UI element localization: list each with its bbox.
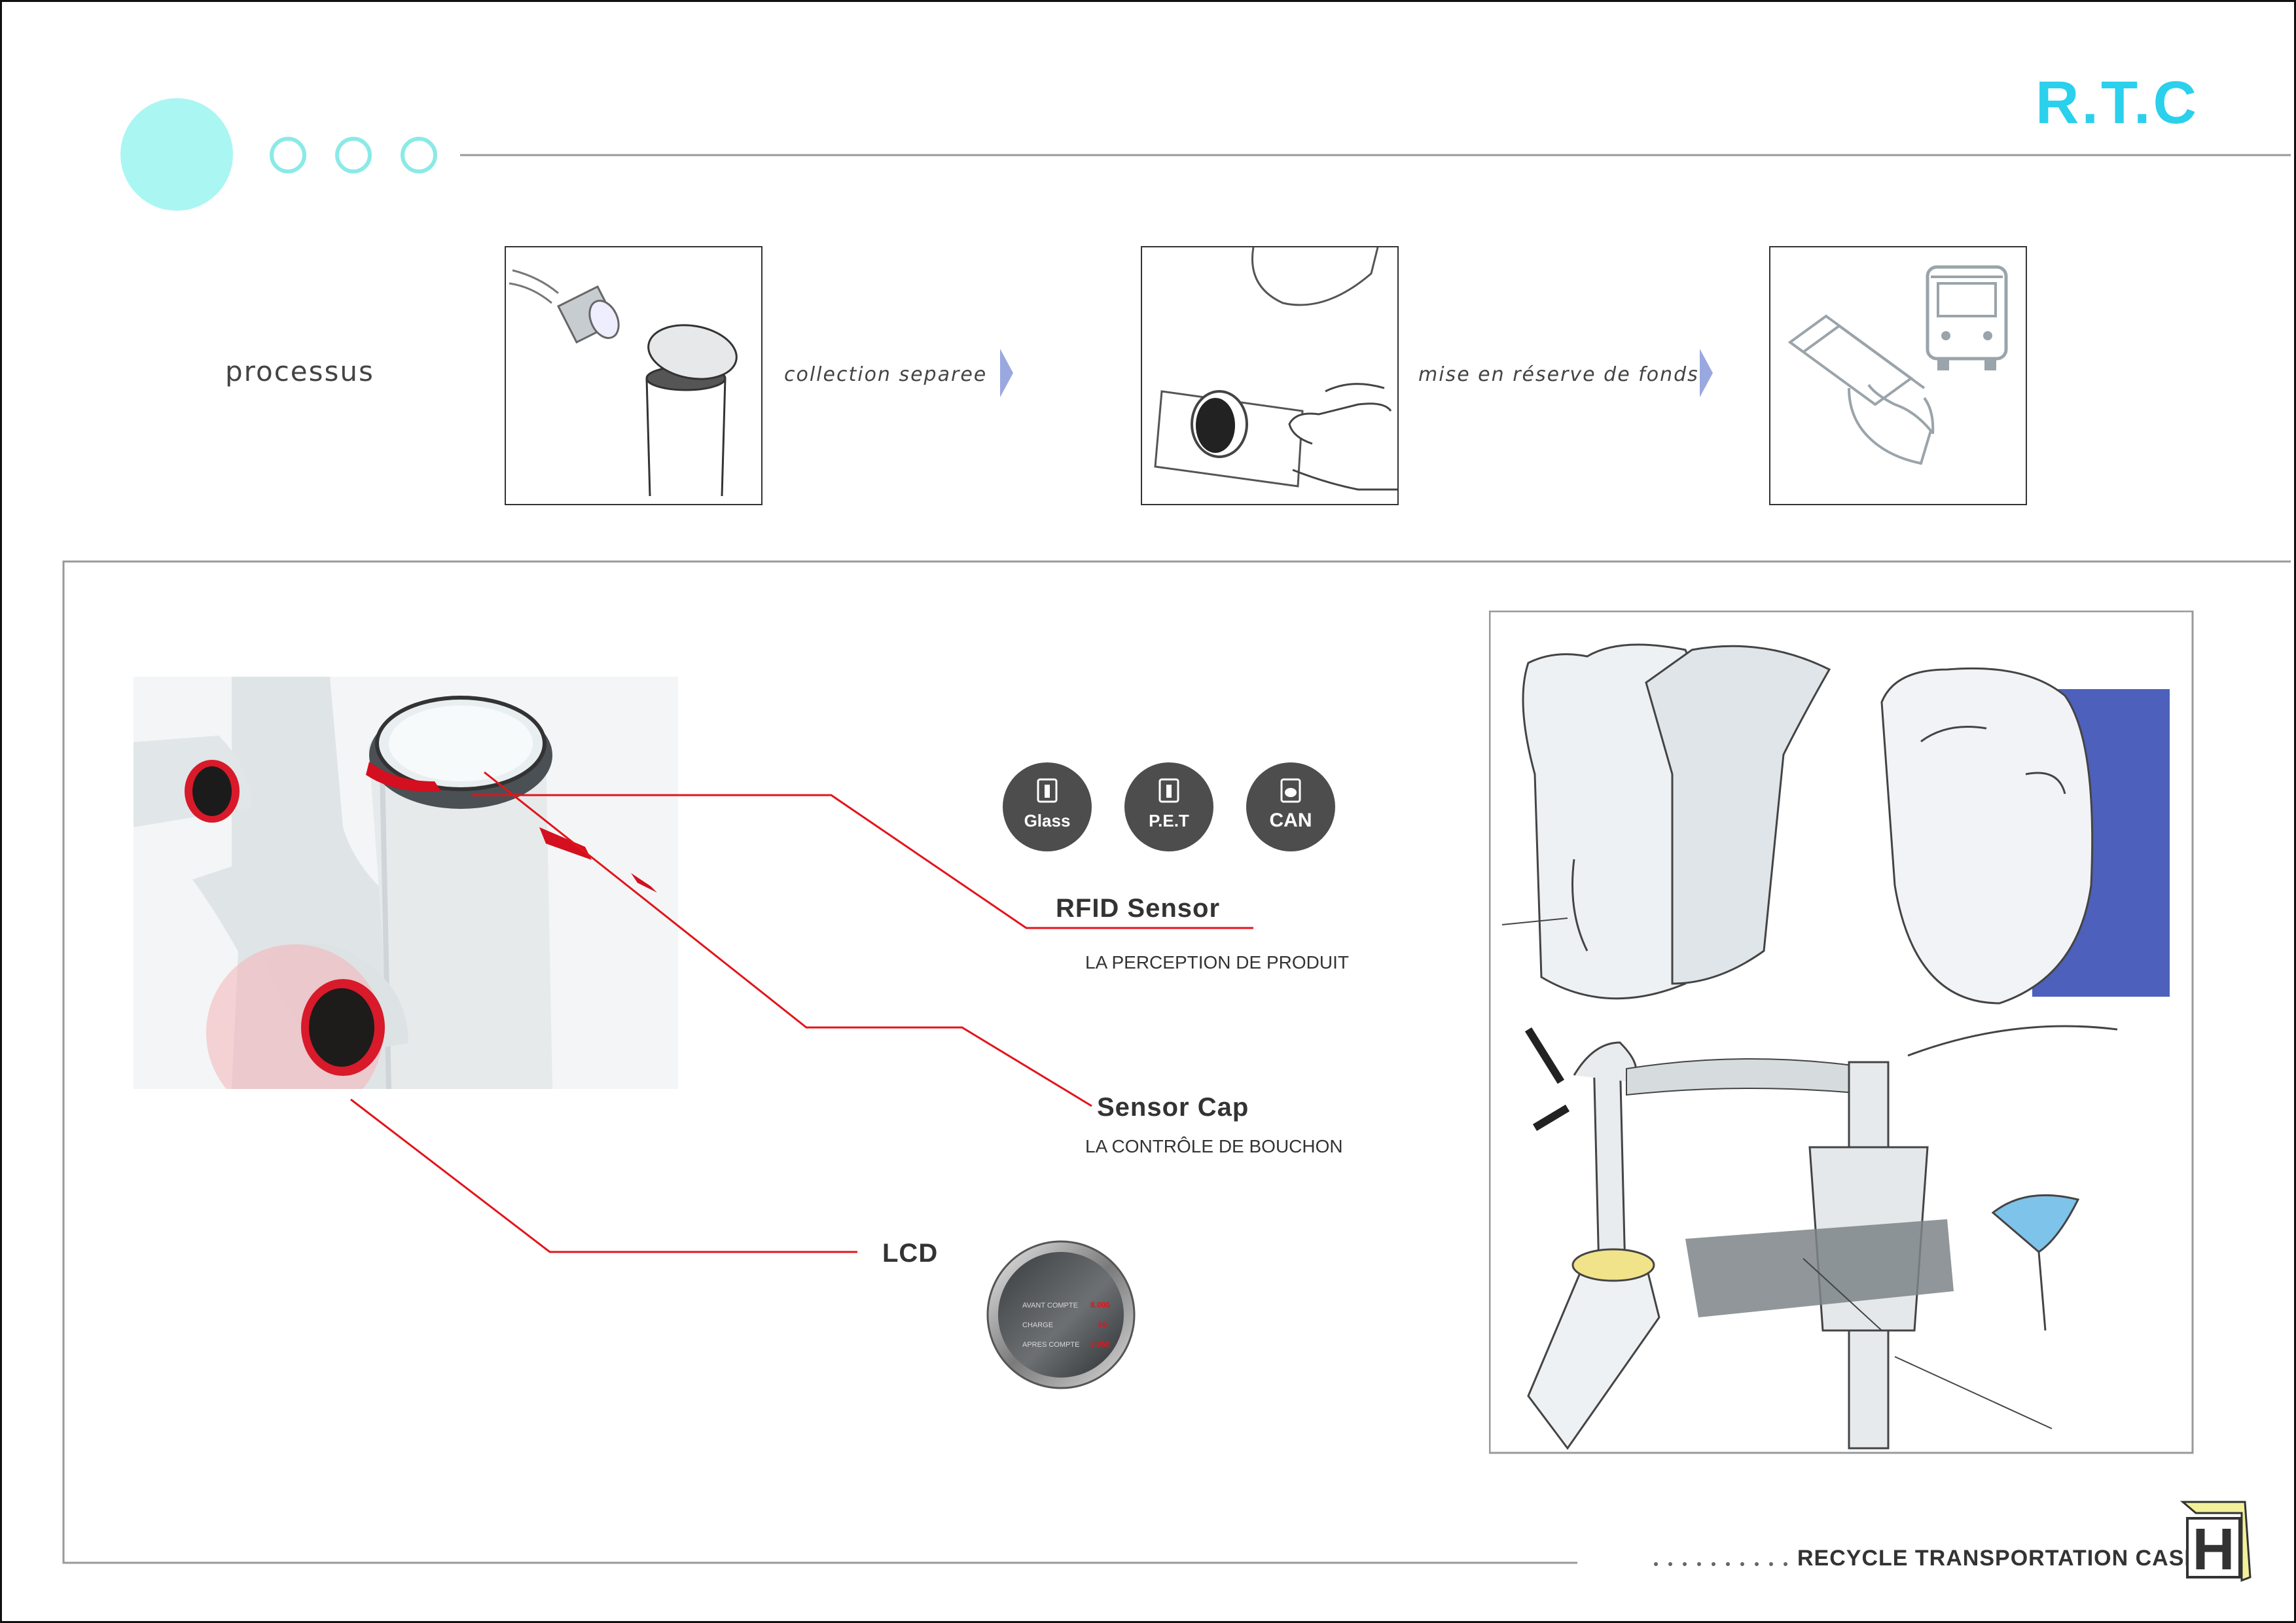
process-step-2: [1141, 246, 1399, 505]
lcd-row-label: AVANT COMPTE: [1022, 1302, 1078, 1310]
glass-bottle-icon: [1037, 778, 1058, 803]
badge-can: CAN: [1246, 762, 1335, 851]
process-step-1: [505, 246, 762, 505]
footer-title: RECYCLE TRANSPORTATION CASH: [1797, 1546, 2201, 1571]
badge-pet-label: P.E.T: [1149, 811, 1189, 830]
badge-pet: P.E.T: [1124, 762, 1213, 851]
rfid-card-hand-icon: [1154, 247, 1397, 491]
lcd-row-label: APRES COMPTE: [1022, 1341, 1079, 1349]
step-caption-2: mise en réserve de fonds: [1418, 363, 1699, 386]
sensor-cap-subtitle: LA CONTRÔLE DE BOUCHON: [1085, 1136, 1343, 1156]
lcd-row-value: 8.000: [1090, 1300, 1110, 1310]
page-title: R.T.C: [2036, 69, 2199, 136]
footer-dots: [1654, 1562, 1787, 1566]
step-caption-1: collection separee: [784, 363, 988, 386]
step-dot-2-icon: [335, 137, 372, 173]
lcd-display: AVANT COMPTE 8.000 CHARGE 50 APRES COMPT…: [986, 1240, 1136, 1389]
badge-can-label: CAN: [1270, 810, 1312, 831]
bottle-cap-icon: [509, 269, 738, 497]
product-render-illustration: [134, 677, 678, 1089]
badge-glass: Glass: [1003, 762, 1092, 851]
material-badges: Glass P.E.T CAN: [1003, 762, 1335, 851]
lcd-row-value: 8.050: [1090, 1340, 1110, 1349]
lcd-title: LCD: [882, 1239, 939, 1268]
brand-logo: H: [2179, 1501, 2251, 1582]
process-label: processus: [225, 355, 374, 387]
rfid-sensor-subtitle: LA PERCEPTION DE PRODUIT: [1085, 952, 1349, 972]
concept-sketch-panel: [1489, 611, 2194, 1454]
sensor-cap-title: Sensor Cap: [1097, 1093, 1249, 1122]
card-bus-icon: [1787, 265, 2008, 465]
badge-glass-label: Glass: [1024, 811, 1071, 830]
rfid-sensor-title: RFID Sensor: [1056, 894, 1221, 923]
can-icon: [1280, 778, 1301, 803]
process-step-3: [1769, 246, 2027, 505]
arrow-right-icon: [1700, 349, 1713, 397]
pet-bottle-icon: [1158, 778, 1179, 803]
lcd-row-label: CHARGE: [1022, 1321, 1053, 1329]
step-dot-3-icon: [401, 137, 437, 173]
arrow-right-icon: [1000, 349, 1013, 397]
header-decoration: [120, 98, 2291, 211]
step-dot-1-icon: [270, 137, 306, 173]
big-dot-icon: [120, 98, 233, 211]
lcd-row-value: 50: [1098, 1320, 1107, 1329]
brand-logo-letter: H: [2193, 1517, 2235, 1582]
